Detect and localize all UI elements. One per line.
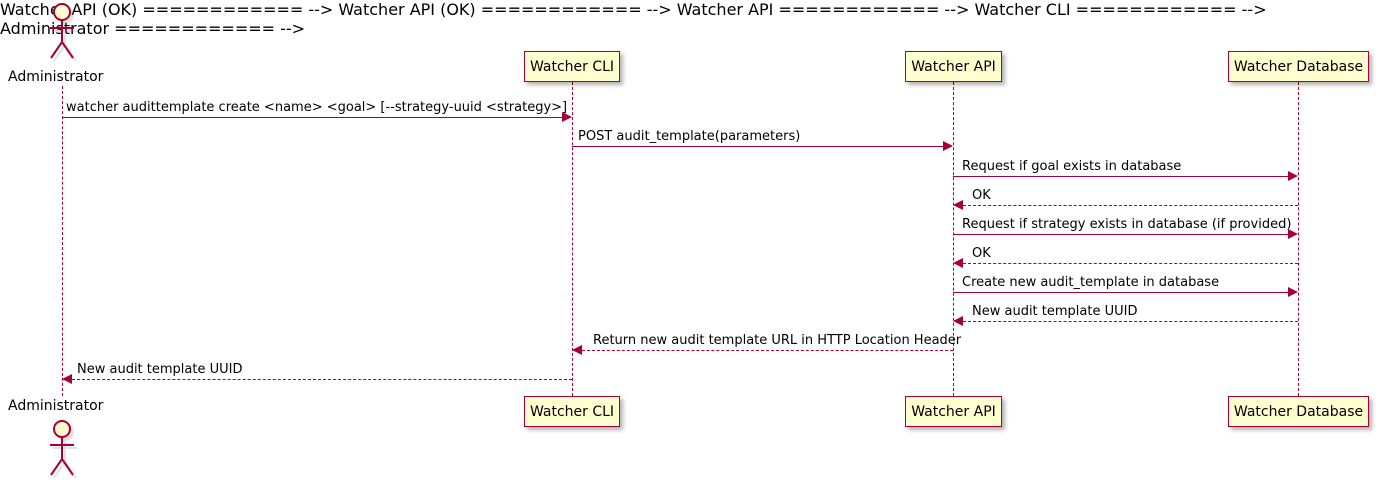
actor-administrator-top [39, 2, 85, 62]
message-label-4: OK [972, 188, 991, 203]
message-arrowhead-7 [1288, 287, 1298, 297]
message-arrowhead-10 [62, 374, 72, 384]
message-line-7 [953, 292, 1288, 293]
actor-administrator-bottom [39, 419, 85, 479]
message-arrowhead-8 [953, 316, 963, 326]
participant-label-watcher-database-top: Watcher Database [1233, 58, 1364, 75]
participant-box-watcher-api-top[interactable]: Watcher API [905, 51, 1002, 82]
message-line-6 [963, 263, 1298, 264]
lifeline-watcher-api [953, 82, 954, 396]
participant-box-watcher-database-top[interactable]: Watcher Database [1228, 51, 1369, 82]
participant-label-watcher-api-bottom: Watcher API [911, 403, 996, 420]
actor-label-administrator-top: Administrator [8, 69, 104, 85]
message-label-7: Create new audit_template in database [962, 275, 1220, 290]
participant-box-watcher-database-bottom[interactable]: Watcher Database [1228, 396, 1369, 427]
message-line-3 [953, 176, 1288, 177]
message-label-9: Return new audit template URL in HTTP Lo… [593, 333, 962, 348]
lifeline-watcher-database [1298, 82, 1299, 396]
message-arrowhead-5 [1288, 229, 1298, 239]
participant-label-watcher-cli-bottom: Watcher CLI [529, 403, 615, 420]
message-arrowhead-1 [562, 112, 572, 122]
message-line-4 [963, 205, 1298, 206]
message-line-8 [963, 321, 1298, 322]
participant-box-watcher-cli-top[interactable]: Watcher CLI [524, 51, 620, 82]
message-label-6: OK [972, 246, 991, 261]
message-arrowhead-6 [953, 258, 963, 268]
message-line-5 [953, 234, 1288, 235]
message-label-2: POST audit_template(parameters) [578, 129, 801, 144]
actor-label-administrator-bottom: Administrator [8, 398, 104, 414]
message-label-10: New audit template UUID [77, 362, 243, 377]
message-label-5: Request if strategy exists in database (… [962, 217, 1292, 232]
lifeline-watcher-cli [572, 82, 573, 396]
message-line-2 [572, 146, 943, 147]
message-arrowhead-4 [953, 200, 963, 210]
message-line-9 [582, 350, 953, 351]
message-label-1: watcher audittemplate create <name> <goa… [66, 100, 568, 115]
message-arrowhead-2 [943, 141, 953, 151]
participant-box-watcher-cli-bottom[interactable]: Watcher CLI [524, 396, 620, 427]
message-arrowhead-3 [1288, 171, 1298, 181]
participant-label-watcher-api-top: Watcher API [911, 58, 996, 75]
message-label-3: Request if goal exists in database [962, 159, 1182, 174]
message-line-10 [72, 379, 572, 380]
message-arrowhead-9 [572, 345, 582, 355]
message-label-8: New audit template UUID [972, 304, 1138, 319]
participant-label-watcher-database-bottom: Watcher Database [1233, 403, 1364, 420]
message-line-1 [62, 117, 562, 118]
participant-box-watcher-api-bottom[interactable]: Watcher API [905, 396, 1002, 427]
lifeline-administrator [62, 86, 63, 396]
participant-label-watcher-cli-top: Watcher CLI [529, 58, 615, 75]
